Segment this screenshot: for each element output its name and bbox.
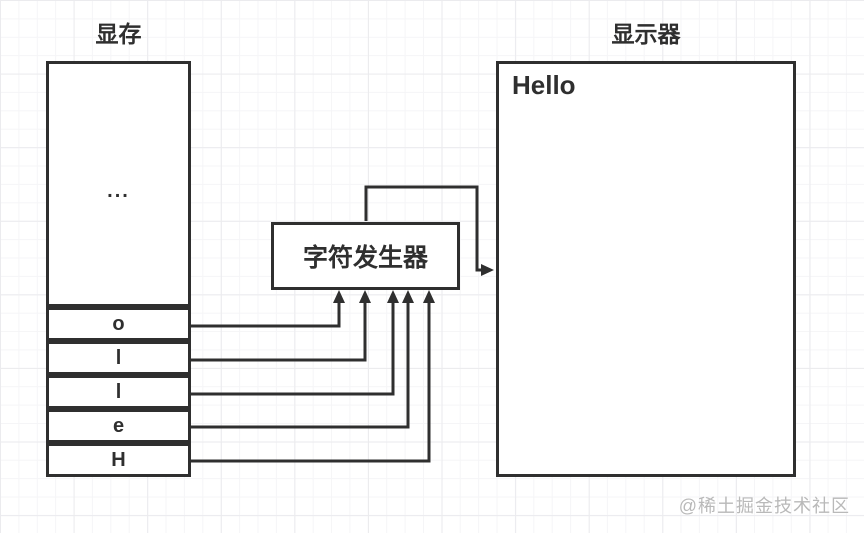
memory-cell-h: H bbox=[46, 443, 191, 477]
memory-cell-l2: l bbox=[46, 375, 191, 409]
memory-cell-l1: l bbox=[46, 341, 191, 375]
generator-box: 字符发生器 bbox=[271, 222, 460, 290]
display-box: Hello bbox=[496, 61, 796, 477]
connector-cell-h-to-generator bbox=[191, 290, 435, 463]
generator-label: 字符发生器 bbox=[302, 244, 428, 272]
memory-ellipsis: ... bbox=[107, 179, 130, 202]
display-title: 显示器 bbox=[611, 21, 681, 47]
watermark: @稀土掘金技术社区 bbox=[678, 496, 850, 516]
memory-cell-e: e bbox=[46, 409, 191, 443]
memory-title: 显存 bbox=[95, 21, 142, 47]
connector-cell-o-to-generator bbox=[191, 290, 345, 328]
connector-cell-l1-to-generator bbox=[191, 290, 371, 362]
display-content: Hello bbox=[512, 70, 576, 100]
memory-cell-o: o bbox=[46, 307, 191, 341]
connector-cell-e-to-generator bbox=[191, 290, 414, 429]
connector-cell-l2-to-generator bbox=[191, 290, 399, 396]
memory-box: ... bbox=[46, 61, 191, 307]
